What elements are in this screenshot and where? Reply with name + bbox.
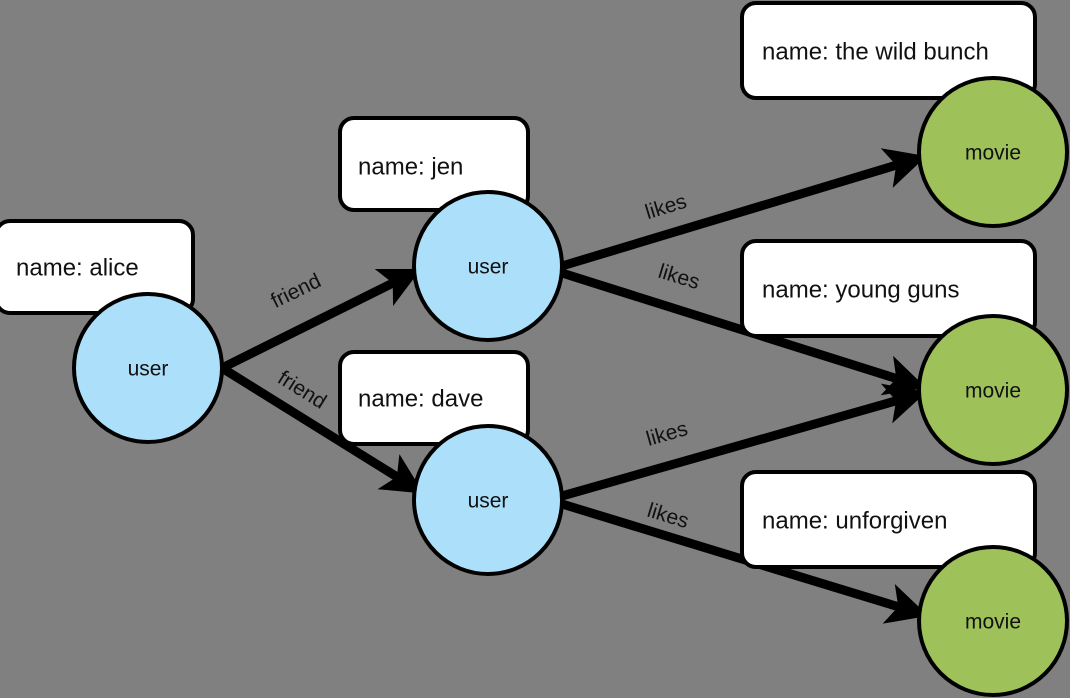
graph-edge[interactable] [219,364,424,494]
graph-edge[interactable] [560,268,927,396]
property-box-label: name: jen [358,154,463,181]
node-type-label: user [468,256,509,279]
graph-node-alice[interactable] [72,292,224,444]
edge-label: likes [644,417,691,451]
node-type-label: movie [965,611,1021,634]
graph-node-young-guns[interactable] [917,314,1069,466]
graph-node-unforgiven[interactable] [917,545,1069,697]
property-box[interactable] [338,116,530,212]
graph-edge[interactable] [219,267,421,373]
property-box-label: name: young guns [762,277,959,304]
node-type-label: user [468,490,509,513]
property-box[interactable] [338,350,530,446]
node-type-label: movie [965,380,1021,403]
property-boxes-layer: name: alice name: jen name: dave name: the … [0,1,1037,569]
edge-label: friend [267,269,324,313]
edge-label: likes [643,190,690,224]
graph-edge[interactable] [560,383,927,501]
property-box[interactable] [740,239,1037,338]
property-box-label: name: the wild bunch [762,39,989,66]
graph-node-the-wild-bunch[interactable] [917,76,1069,228]
property-box[interactable] [740,470,1037,569]
graph-edge[interactable] [560,148,927,271]
graph-node-dave[interactable] [412,424,564,576]
nodes-layer: user user user movie movie movie [72,76,1069,697]
node-type-label: movie [965,142,1021,165]
edge-label: likes [656,260,703,294]
node-type-label: user [128,358,169,381]
property-box-label: name: dave [358,386,483,413]
property-box[interactable] [740,1,1037,100]
property-box-label: name: alice [16,255,139,282]
graph-node-jen[interactable] [412,190,564,342]
property-box-label: name: unforgiven [762,508,947,535]
property-box[interactable] [0,219,195,315]
